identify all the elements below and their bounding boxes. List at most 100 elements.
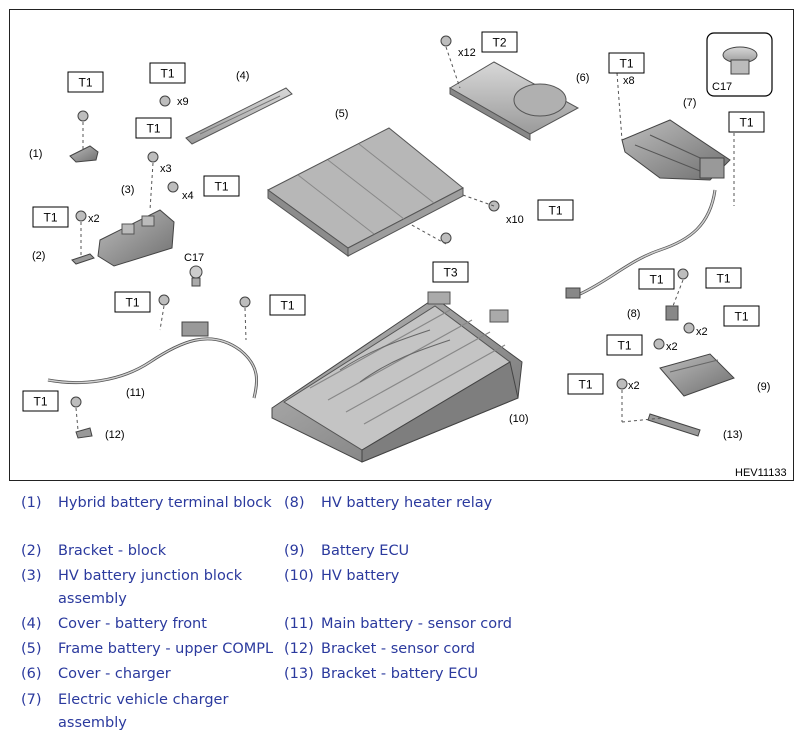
part-frame-battery-upper [267, 127, 464, 257]
bolt-quantity: x10 [506, 214, 524, 226]
part-callout: (9) [757, 381, 770, 393]
legend-part-name: Cover - charger [58, 666, 171, 682]
part-junction-block [97, 209, 175, 267]
part-cover-battery-front [185, 87, 293, 145]
bolt-quantity: x2 [696, 326, 708, 338]
torque-label: T1 [734, 310, 748, 324]
part-ev-charger [565, 119, 731, 299]
part-callout: (8) [627, 308, 640, 320]
torque-box [22, 390, 59, 412]
torque-label: T3 [443, 266, 457, 280]
torque-box [481, 31, 518, 53]
bolt-quantity: x8 [623, 75, 635, 87]
legend-number: (1) [21, 495, 42, 511]
part-callout: (10) [509, 413, 529, 425]
bolt-quantity: x12 [458, 47, 476, 59]
torque-box [606, 334, 643, 356]
bolt-quantity: x2 [628, 380, 640, 392]
part-callout: (3) [121, 184, 134, 196]
torque-box [567, 373, 604, 395]
legend-number: (9) [284, 543, 305, 559]
torque-box [114, 291, 151, 313]
bolt-quantity: x4 [182, 190, 194, 202]
legend-part-name: HV battery junction block assembly [58, 568, 243, 607]
part-callout: (13) [723, 429, 743, 441]
inset-connector-label: C17 [712, 81, 732, 93]
part-battery-ecu [659, 353, 735, 397]
torque-box [67, 71, 104, 93]
legend-part-name: Electric vehicle charger assembly [58, 692, 229, 731]
torque-label: T1 [33, 395, 47, 409]
legend-part-name: Bracket - block [58, 543, 167, 559]
part-bracket-block [71, 253, 95, 265]
legend-part-name: Frame battery - upper COMPL [58, 641, 274, 657]
torque-label: T1 [43, 211, 57, 225]
legend-part-name: HV battery heater relay [321, 495, 493, 511]
torque-label: T1 [78, 76, 92, 90]
part-heater-relay [665, 305, 679, 321]
legend-part-name: HV battery [321, 568, 400, 584]
torque-label: T1 [160, 67, 174, 81]
part-bracket-sensor-cord [75, 427, 93, 439]
bolt-quantity: x9 [177, 96, 189, 108]
torque-label: T1 [548, 204, 562, 218]
torque-box [723, 305, 760, 327]
legend-number: (10) [284, 568, 314, 584]
diagram-code: HEV11133 [735, 467, 787, 479]
legend-number: (4) [21, 616, 42, 632]
part-callout: (4) [236, 70, 249, 82]
part-callout: (6) [576, 72, 589, 84]
bolt-quantity-labels: x9 x3 x4 x2 x12 x8 x10 x2 x2 x2 [88, 47, 708, 392]
torque-box [135, 117, 172, 139]
legend-number: (12) [284, 641, 314, 657]
bolt-quantity: x3 [160, 163, 172, 175]
legend-part-name: Bracket - battery ECU [321, 666, 479, 682]
legend-number: (13) [284, 666, 314, 682]
torque-box [705, 267, 742, 289]
torque-label: T1 [280, 299, 294, 313]
part-sensor-cord [47, 321, 259, 399]
bolt-icons [70, 35, 740, 408]
part-cover-charger [449, 61, 580, 141]
torque-label: T1 [146, 122, 160, 136]
torque-label: T1 [214, 180, 228, 194]
torque-box [728, 111, 765, 133]
torque-label: T1 [619, 57, 633, 71]
legend-part-name: Main battery - sensor cord [321, 616, 513, 632]
torque-box [32, 206, 69, 228]
bolt-quantity: x2 [666, 341, 678, 353]
part-callout: (12) [105, 429, 125, 441]
part-callout: (7) [683, 97, 696, 109]
torque-box [149, 62, 186, 84]
connector-c17-icon [189, 265, 203, 287]
legend-number: (8) [284, 495, 305, 511]
legend-number: (3) [21, 568, 42, 584]
bolt-quantity: x2 [88, 213, 100, 225]
legend-part-name: Battery ECU [321, 543, 410, 559]
torque-box [537, 199, 574, 221]
connector-label: C17 [184, 252, 204, 264]
legend-number: (5) [21, 641, 42, 657]
legend-number: (2) [21, 543, 42, 559]
torque-label: T1 [125, 296, 139, 310]
part-callout: (1) [29, 148, 42, 160]
torque-box [608, 52, 645, 74]
connector-c17-inset: C17 [706, 32, 773, 97]
part-callout: (11) [126, 387, 145, 399]
torque-label: T1 [578, 378, 592, 392]
dashed-leader-lines [75, 46, 735, 431]
legend-number: (11) [284, 616, 314, 632]
part-callouts: (1)(2)(3)(4)(5)(6)(7)(8)(9)(10)(11)(12)(… [29, 70, 770, 441]
part-hv-battery [271, 291, 523, 463]
torque-box [203, 175, 240, 197]
legend-number: (7) [21, 692, 42, 708]
torque-box [638, 268, 675, 290]
legend-part-name: Hybrid battery terminal block [58, 495, 272, 511]
torque-label: T2 [492, 36, 506, 50]
legend-part-name: Bracket - sensor cord [321, 641, 476, 657]
legend-part-name: Cover - battery front [58, 616, 207, 632]
torque-box [269, 294, 306, 316]
torque-box [432, 261, 469, 283]
